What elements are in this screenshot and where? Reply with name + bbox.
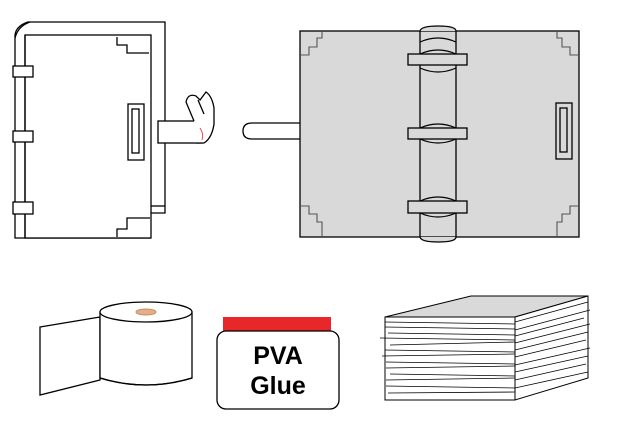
closed-book-icon: [12, 21, 166, 239]
glue-label-pva: PVA: [253, 342, 303, 370]
connector-tab: [242, 122, 300, 140]
glue-jar-icon: [216, 317, 340, 410]
glue-label-glue: Glue: [250, 372, 306, 400]
open-book-icon: [299, 25, 580, 243]
tape-roll-icon: [39, 301, 193, 396]
paper-stack-icon: [379, 295, 591, 401]
hand-pointing-icon: [157, 91, 215, 144]
glue-lid: [223, 317, 331, 331]
